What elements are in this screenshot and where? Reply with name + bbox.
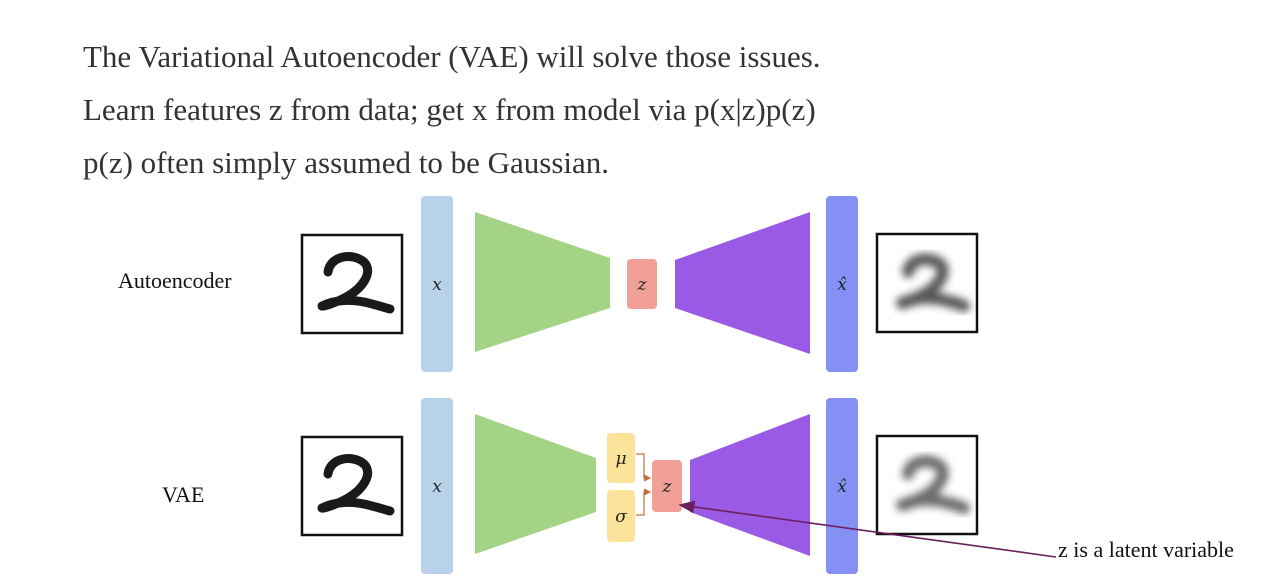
autoencoder-row: x z x̂ xyxy=(300,196,979,372)
output-layer-bar xyxy=(826,196,858,372)
autoencoder-row-label: Autoencoder xyxy=(118,268,232,293)
vae-input-digit-image xyxy=(300,435,404,537)
mu-symbol: μ xyxy=(615,449,626,469)
vae-input-symbol: x xyxy=(432,477,442,497)
sigma-symbol: σ xyxy=(615,507,627,527)
output-symbol: x̂ xyxy=(837,275,847,295)
text-line-1: The Variational Autoencoder (VAE) will s… xyxy=(83,39,821,74)
vae-latent-block xyxy=(652,460,682,512)
vae-latent-symbol: z xyxy=(662,477,673,497)
slide-text: The Variational Autoencoder (VAE) will s… xyxy=(83,30,1083,189)
vae-output-layer-bar xyxy=(826,398,858,574)
vae-row: x μ σ z x̂ xyxy=(300,398,1057,574)
vae-row-label: VAE xyxy=(162,482,205,507)
callout-arrow xyxy=(678,500,1057,558)
input-symbol: x xyxy=(432,275,442,295)
vae-input-layer-bar xyxy=(421,398,453,574)
encoder-trapezoid xyxy=(475,212,610,352)
sigma-connector xyxy=(636,488,652,516)
decoder-trapezoid xyxy=(675,212,810,354)
vae-decoder-trapezoid xyxy=(690,414,810,556)
vae-encoder-trapezoid xyxy=(475,414,596,554)
latent-block xyxy=(627,259,657,309)
latent-symbol: z xyxy=(637,275,648,295)
vae-output-digit-image xyxy=(875,434,979,536)
vae-output-symbol: x̂ xyxy=(837,477,847,497)
latent-variable-callout: z is a latent variable xyxy=(1058,537,1234,562)
mu-connector xyxy=(636,453,652,482)
input-layer-bar xyxy=(421,196,453,372)
output-digit-image xyxy=(875,232,979,334)
text-line-2: Learn features z from data; get x from m… xyxy=(83,92,816,127)
text-line-3: p(z) often simply assumed to be Gaussian… xyxy=(83,145,610,180)
sigma-block xyxy=(607,490,635,542)
mu-block xyxy=(607,433,635,483)
input-digit-image xyxy=(300,233,404,335)
